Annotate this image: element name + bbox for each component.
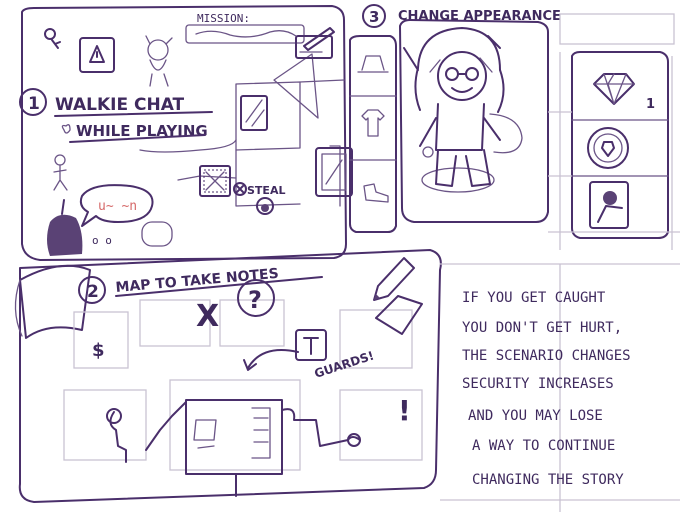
necklace-icon[interactable] [587,127,629,169]
svg-text:?: ? [248,286,262,314]
alarm-tile-icon[interactable] [79,37,115,73]
items-column: 1 [559,13,675,239]
panel3-number-badge: 3 [362,4,386,28]
svg-text:3: 3 [369,8,379,26]
panel1-number-badge: 1 [19,88,47,116]
guards-label: GUARDS! [313,348,376,380]
panel-walkie-chat: MISSION: 1 WALKIE CHAT WHILE PLAYING [19,5,353,261]
portrait-card-icon[interactable] [589,181,629,229]
exclaim-mark: ! [398,394,411,427]
safe-icon[interactable] [199,165,231,197]
panel-map-notes: 2 MAP TO TAKE NOTES X ? $ GUARDS! ! [14,249,442,503]
svg-text:2: 2 [87,282,99,302]
note-line-1: IF YOU GET CAUGHT [462,290,606,306]
note-line-4: SECURITY INCREASES [462,376,614,392]
hat-icon[interactable] [357,55,389,73]
note-line-6: A WAY TO CONTINUE [472,438,615,454]
cross-mark: X [196,299,219,334]
gem-icon[interactable] [593,73,635,105]
notepad-pencil-icon[interactable] [295,27,335,59]
guard-tile-icon[interactable] [295,329,327,361]
mission-bar [185,24,305,44]
panel2-number-badge: 2 [78,276,106,304]
npc-figure-icon [53,154,68,191]
player-avatar-icon [145,35,173,87]
dollar-mark: $ [92,340,105,361]
eraser-icon[interactable] [375,295,423,335]
steal-label: STEAL [247,184,285,197]
note-line-5: AND YOU MAY LOSE [468,408,603,424]
arrow-icon [243,349,299,371]
heart-icon [61,124,71,134]
note-line-7: CHANGING THE STORY [472,472,624,488]
svg-text:1: 1 [28,94,40,114]
shoe-icon[interactable] [363,183,389,203]
question-mark-icon: ? [237,279,275,317]
outfit-slots [349,35,397,233]
note-line-3: THE SCENARIO CHANGES [462,348,631,364]
target-icon [256,197,274,215]
notes-block: IF YOU GET CAUGHT YOU DON'T GET HURT, TH… [440,263,680,512]
shirt-icon[interactable] [361,109,385,137]
window-tile-icon[interactable] [240,95,268,131]
character-preview [403,27,523,193]
route-path [106,399,361,497]
steal-button[interactable]: STEAL [233,182,285,197]
note-line-2: YOU DON'T GET HURT, [462,320,622,336]
door-tile-icon[interactable] [315,147,353,197]
speech-bubble-text: u~ ~n [98,199,137,214]
walkie-chat-title: WALKIE CHAT [55,95,185,115]
gem-count: 1 [646,97,655,112]
background-grid [548,52,680,250]
key-icon [44,28,61,49]
chat-input-field[interactable] [141,221,173,247]
pencil-icon[interactable] [373,257,415,301]
panel-change-appearance: 3 CHANGE APPEARANCE [362,4,561,223]
speech-bubble: u~ ~n [79,184,154,227]
mission-label: MISSION: [197,12,250,25]
page-curl [19,264,91,339]
walkie-avatar-icon [47,199,83,256]
chat-dots-label: o o [92,234,112,247]
while-playing-title: WHILE PLAYING [76,122,208,140]
